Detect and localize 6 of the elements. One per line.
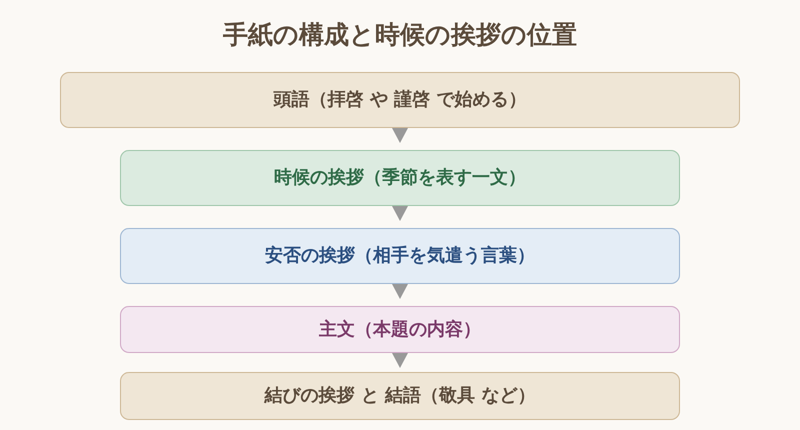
process-box: 安否の挨拶（相手を気遣う言葉） [120, 228, 680, 284]
process-box: 結びの挨拶 と 結語（敬具 など） [120, 372, 680, 420]
process-box: 時候の挨拶（季節を表す一文） [120, 150, 680, 206]
title: 手紙の構成と時候の挨拶の位置 [223, 19, 577, 51]
process-box: 主文（本題の内容） [120, 306, 680, 353]
process-box: 頭語（拝啓 や 謹啓 で始める） [60, 72, 740, 128]
